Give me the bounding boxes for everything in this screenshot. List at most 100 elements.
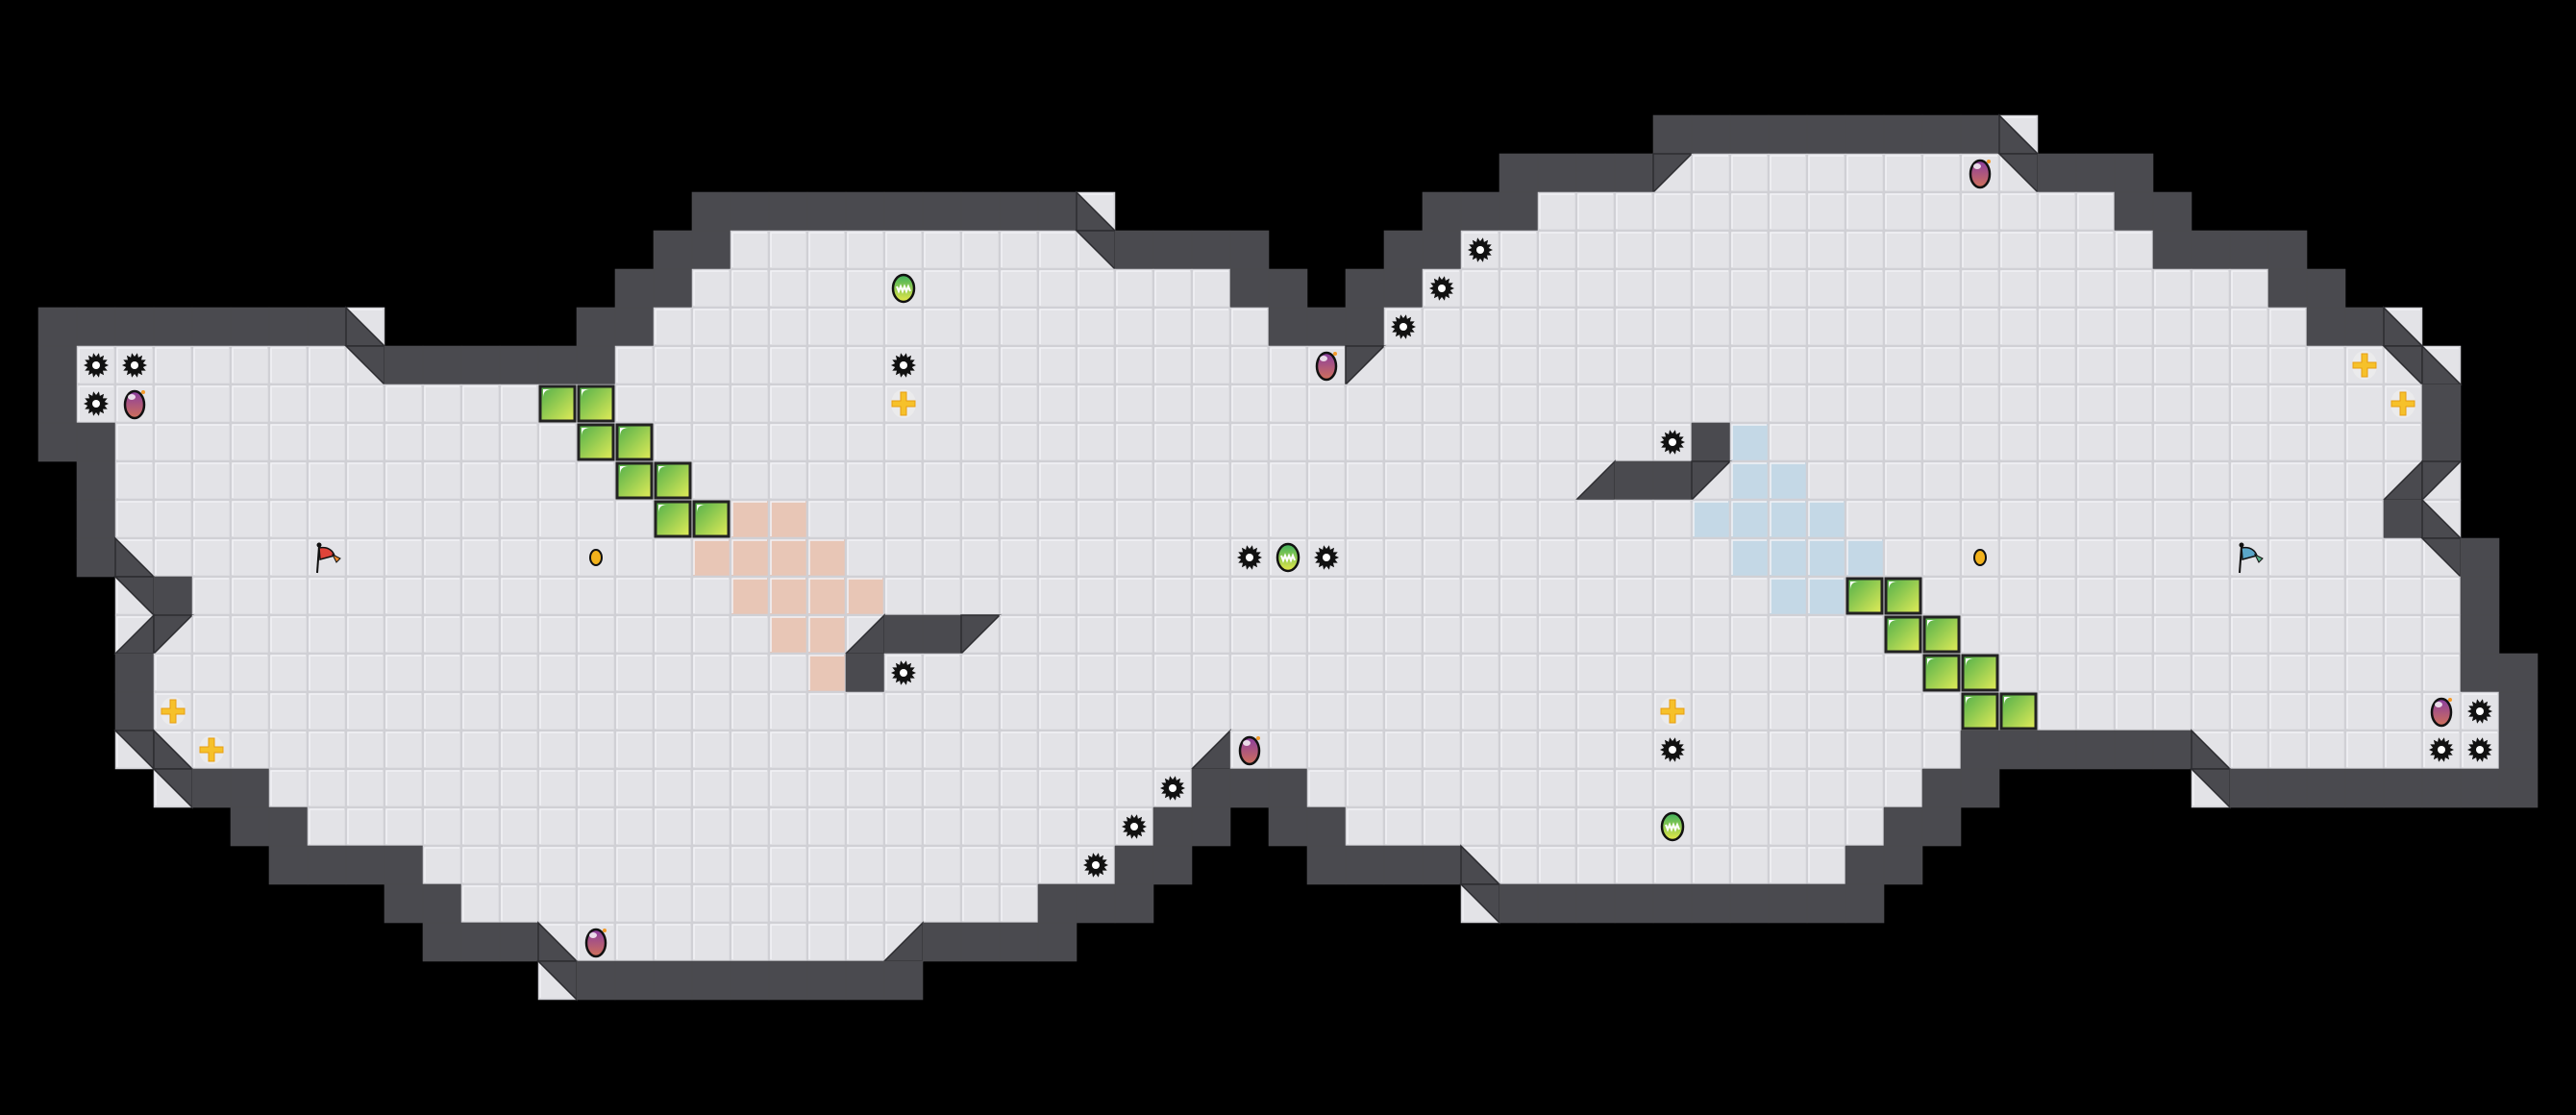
wall-tile bbox=[1460, 191, 1500, 232]
floor-highlight bbox=[1539, 424, 1574, 459]
floor-tile bbox=[653, 537, 693, 578]
floor-highlight bbox=[2116, 578, 2151, 613]
floor-highlight bbox=[962, 578, 998, 613]
floor-highlight bbox=[1962, 155, 1997, 190]
floor-tile bbox=[307, 730, 347, 770]
floor-tile bbox=[1268, 614, 1308, 655]
floor-tile bbox=[1537, 384, 1577, 424]
token-icon bbox=[1973, 549, 1987, 566]
floor-tile bbox=[2075, 614, 2116, 655]
floor-tile bbox=[1191, 614, 1231, 655]
floor-highlight bbox=[1808, 155, 1844, 190]
floor-highlight bbox=[616, 385, 652, 421]
floor-highlight bbox=[1500, 462, 1536, 498]
floor-tile bbox=[883, 230, 924, 270]
floor-highlight bbox=[539, 462, 575, 498]
floor-tile bbox=[1076, 422, 1116, 462]
floor-tile bbox=[1768, 614, 1808, 655]
mine-icon bbox=[1660, 737, 1685, 762]
floor-highlight bbox=[1270, 539, 1305, 575]
floor-highlight bbox=[232, 693, 267, 729]
floor-highlight bbox=[2077, 539, 2113, 575]
floor-tile bbox=[191, 576, 232, 616]
floor-tile bbox=[1191, 460, 1231, 501]
floor-highlight bbox=[1231, 347, 1267, 383]
floor-highlight bbox=[2231, 270, 2266, 306]
floor-tile bbox=[1306, 422, 1347, 462]
floor-tile bbox=[1345, 691, 1385, 731]
floor-tile bbox=[1229, 614, 1270, 655]
floor-highlight bbox=[693, 462, 729, 498]
floor-highlight bbox=[847, 693, 882, 729]
bomb-shine bbox=[589, 932, 597, 938]
floor-highlight bbox=[1039, 270, 1075, 306]
floor-tile bbox=[1345, 422, 1385, 462]
wall-tile bbox=[960, 922, 1001, 962]
floor-tile bbox=[1729, 230, 1770, 270]
floor-tile bbox=[730, 268, 770, 309]
floor-highlight bbox=[1693, 309, 1728, 344]
gate-highlight bbox=[543, 389, 552, 398]
floor-tile bbox=[1768, 268, 1808, 309]
floor-tile bbox=[1921, 191, 1962, 232]
floor-tile bbox=[2075, 499, 2116, 539]
floor-tile bbox=[1691, 153, 1731, 193]
floor-highlight bbox=[808, 347, 844, 383]
floor-tile bbox=[1845, 345, 1885, 385]
mine-hole bbox=[1438, 285, 1446, 292]
floor-tile bbox=[422, 845, 462, 885]
floor-highlight bbox=[1116, 385, 1152, 421]
floor-highlight bbox=[655, 347, 690, 383]
floor-highlight bbox=[1846, 693, 1882, 729]
floor-highlight bbox=[1308, 616, 1344, 652]
floor-highlight bbox=[1231, 501, 1267, 536]
floor-highlight bbox=[962, 847, 998, 882]
floor-highlight bbox=[731, 539, 767, 575]
floor-highlight bbox=[2116, 616, 2151, 652]
floor-highlight bbox=[1116, 309, 1152, 344]
floor-highlight bbox=[1231, 616, 1267, 652]
red-flag-icon[interactable] bbox=[316, 542, 341, 574]
floor-tile bbox=[307, 614, 347, 655]
floor-tile bbox=[2421, 653, 2462, 693]
wall-tile bbox=[37, 384, 78, 424]
floor-highlight bbox=[924, 270, 959, 306]
floor-highlight bbox=[655, 424, 690, 459]
floor-tile bbox=[1575, 345, 1616, 385]
floor-highlight bbox=[309, 385, 344, 421]
floor-tile bbox=[2306, 537, 2346, 578]
floor-highlight bbox=[155, 655, 190, 690]
floor-highlight bbox=[1077, 847, 1113, 882]
floor-tile bbox=[1345, 730, 1385, 770]
floor-tile bbox=[1037, 268, 1077, 309]
floor-highlight bbox=[1731, 616, 1767, 652]
floor-highlight bbox=[885, 808, 921, 844]
floor-highlight bbox=[655, 847, 690, 882]
gate-icon bbox=[577, 384, 615, 423]
wall-tile bbox=[2114, 191, 2154, 232]
floor-highlight bbox=[1885, 385, 1920, 421]
floor-highlight bbox=[847, 424, 882, 459]
floor-highlight bbox=[2385, 731, 2420, 767]
floor-highlight bbox=[193, 616, 229, 652]
floor-highlight bbox=[808, 270, 844, 306]
floor-highlight bbox=[116, 501, 152, 536]
floor-highlight bbox=[501, 578, 536, 613]
floor-highlight bbox=[1116, 616, 1152, 652]
floor-tile bbox=[1383, 806, 1424, 847]
floor-highlight bbox=[885, 655, 921, 690]
floor-highlight bbox=[2154, 655, 2190, 690]
mine-hole bbox=[131, 361, 138, 369]
speed-ball-teeth bbox=[1280, 553, 1296, 563]
floor-tile bbox=[1037, 806, 1077, 847]
floor-tile bbox=[2152, 537, 2192, 578]
blue-flag-icon[interactable] bbox=[2239, 542, 2264, 574]
floor-highlight bbox=[924, 578, 959, 613]
floor-tile bbox=[653, 922, 693, 962]
floor-highlight bbox=[1693, 501, 1728, 536]
floor-highlight bbox=[1923, 462, 1959, 498]
floor-highlight bbox=[1077, 501, 1113, 536]
floor-tile bbox=[422, 499, 462, 539]
floor-highlight bbox=[1077, 270, 1113, 306]
wall-tile bbox=[1921, 768, 1962, 808]
